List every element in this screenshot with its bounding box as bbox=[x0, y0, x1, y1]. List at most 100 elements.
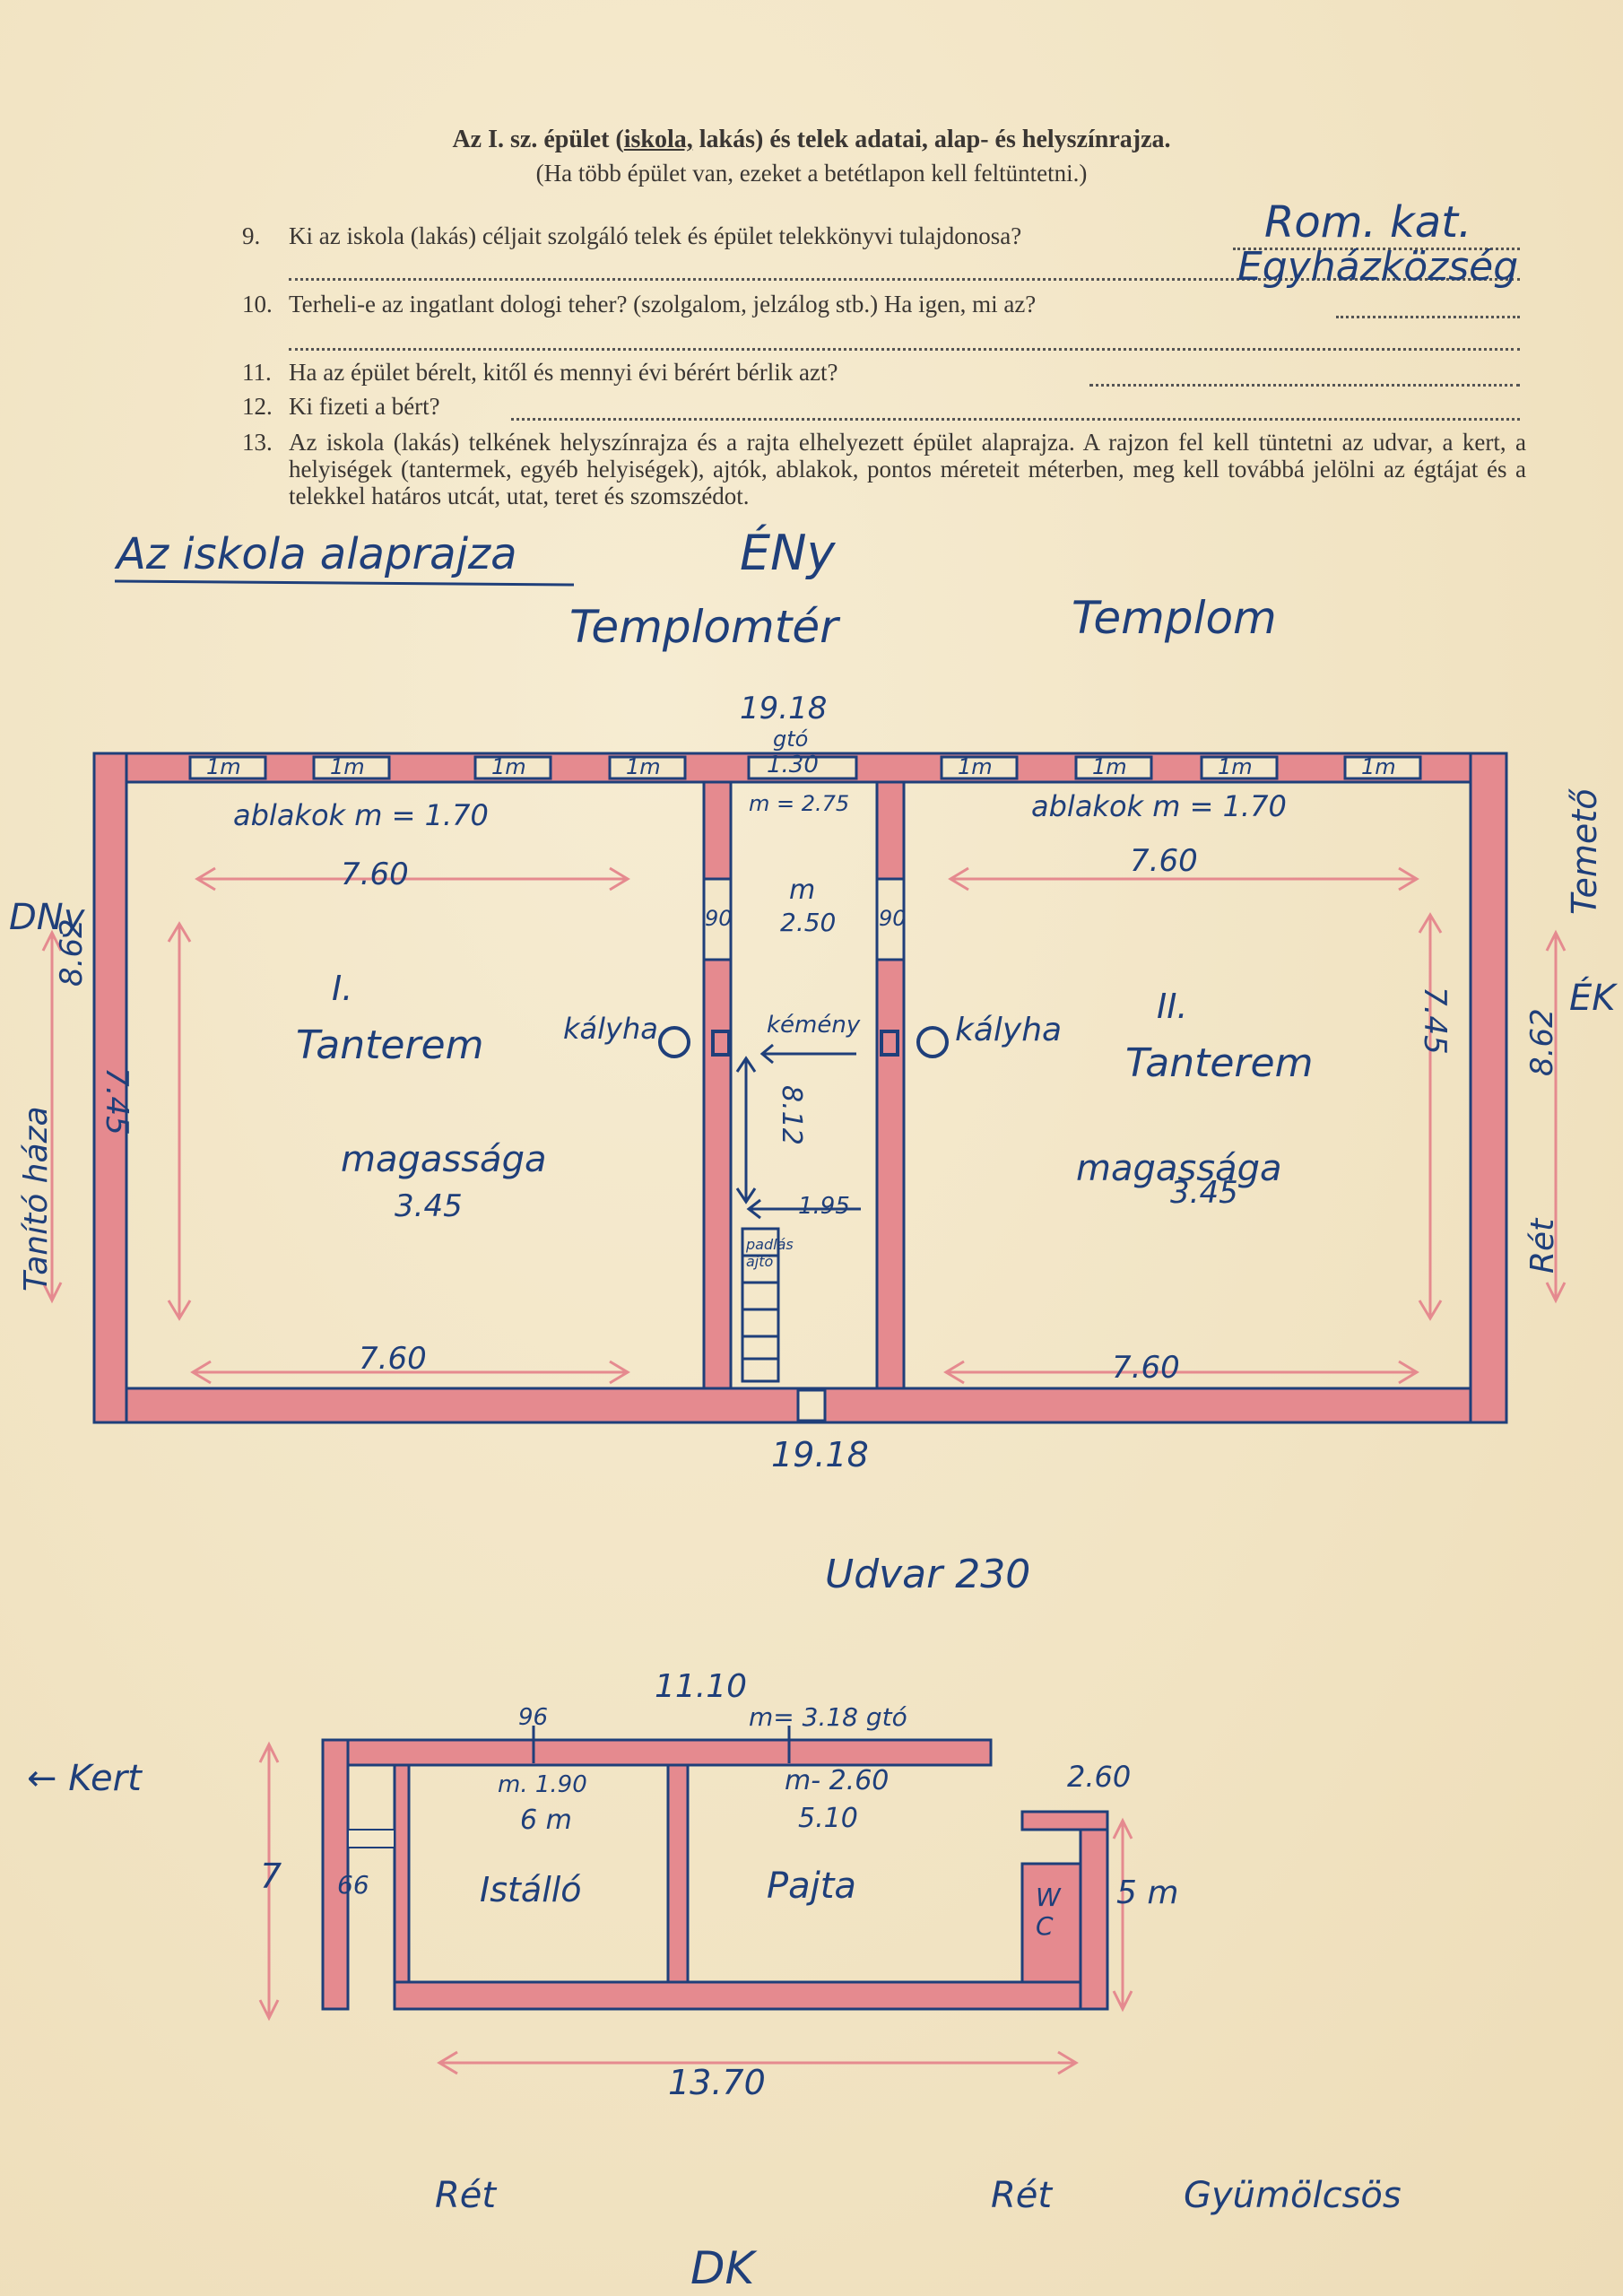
room1-w-top: 7.60 bbox=[341, 857, 409, 892]
label-tanito-haz: Tanító háza bbox=[18, 1106, 55, 1292]
window-label: 1m bbox=[1218, 754, 1253, 779]
ob-door-small bbox=[347, 1829, 395, 1848]
form-subtitle: (Ha több épület van, ezeket a betétlapon… bbox=[535, 160, 1088, 187]
ob-barn-m: m- 2.60 bbox=[785, 1765, 890, 1796]
room1-roman: I. bbox=[332, 969, 353, 1008]
label-gate: gtó bbox=[773, 726, 809, 752]
ob-south-wall bbox=[393, 1980, 1109, 2011]
windows bbox=[188, 755, 1422, 780]
compass-east: ÉK bbox=[1569, 978, 1616, 1019]
dim-total-bottom: 19.18 bbox=[771, 1435, 869, 1474]
ob-total-top: 11.10 bbox=[655, 1668, 748, 1705]
side-left: 8.62 bbox=[54, 918, 90, 987]
ob-stable: Istálló bbox=[480, 1870, 582, 1909]
question-text: Ki az iskola (lakás) céljait szolgáló te… bbox=[289, 222, 1022, 249]
ob-small: 66 bbox=[337, 1870, 369, 1900]
heading-underline bbox=[114, 579, 575, 587]
label-ret-1: Rét bbox=[435, 2175, 497, 2216]
interior-outline bbox=[126, 781, 1471, 1389]
label-udvar: Udvar 230 bbox=[825, 1552, 1031, 1597]
ob-barn: Pajta bbox=[767, 1866, 856, 1907]
window-label: 1m bbox=[958, 754, 993, 779]
corridor-door-left bbox=[702, 877, 733, 961]
answer-line bbox=[1336, 316, 1520, 318]
question-12: 12.Ki fizeti a bért? bbox=[242, 393, 1515, 421]
stoves bbox=[658, 1026, 949, 1058]
window-label: 1m bbox=[1361, 754, 1396, 779]
room2-height: 3.45 bbox=[1170, 1175, 1238, 1211]
room1-w-bottom: 7.60 bbox=[359, 1341, 427, 1377]
room1-height: 3.45 bbox=[395, 1188, 463, 1224]
room1-name: Tanterem bbox=[296, 1022, 484, 1068]
compass-west: DNy bbox=[9, 897, 85, 938]
ob-barn-w: 5.10 bbox=[798, 1803, 858, 1834]
question-number: 11. bbox=[242, 359, 272, 386]
title-rest: lakás) és telek adatai, alap- és helyszí… bbox=[692, 126, 1171, 153]
ob-w96: 96 bbox=[518, 1704, 549, 1731]
dim-gate-width: 1.30 bbox=[767, 752, 819, 778]
inner-wall-left bbox=[702, 780, 733, 1390]
corridor-depth: 8.12 bbox=[776, 1085, 807, 1145]
question-text: Terheli-e az ingatlant dologi teher? (sz… bbox=[289, 291, 1037, 317]
door-south bbox=[796, 1388, 827, 1422]
label-kert: ← Kert bbox=[27, 1758, 142, 1799]
corridor-m-top: m = 2.75 bbox=[749, 791, 850, 816]
answer-owner-2: Egyházközség bbox=[1237, 244, 1519, 290]
corridor-door-right bbox=[875, 877, 906, 961]
stove-left: kályha bbox=[563, 1012, 658, 1046]
ob-stable-w: 6 m bbox=[520, 1805, 572, 1836]
dim-total-top: 19.18 bbox=[740, 691, 828, 726]
inner-wall-right bbox=[875, 780, 906, 1390]
question-number: 12. bbox=[242, 393, 273, 420]
east-wall bbox=[1469, 752, 1508, 1424]
outbuilding-walls bbox=[321, 1738, 1109, 2011]
label-templom: Templom bbox=[1072, 592, 1277, 644]
question-13-text: Az iskola (lakás) telkének helyszínrajza… bbox=[289, 429, 1526, 509]
outbuilding-arrows bbox=[258, 1741, 1133, 2075]
window-label: 1m bbox=[491, 754, 526, 779]
room2-name: Tanterem bbox=[1125, 1040, 1314, 1086]
windows-right: ablakok m = 1.70 bbox=[1031, 789, 1287, 823]
side-right: 8.62 bbox=[1524, 1008, 1560, 1076]
compass-north: ÉNy bbox=[740, 525, 836, 581]
room2-height-label: magassága bbox=[1076, 1148, 1282, 1189]
window-label: 1m bbox=[626, 754, 661, 779]
label-temeto: Temető bbox=[1565, 788, 1604, 915]
dimension-arrows bbox=[167, 866, 1443, 1385]
label-templomter: Templomtér bbox=[569, 601, 838, 653]
chimney-label: kémény bbox=[767, 1012, 861, 1039]
stove-right: kályha bbox=[955, 1012, 1063, 1048]
corridor-door-r: 90 bbox=[879, 906, 907, 931]
question-number: 9. bbox=[242, 222, 261, 249]
ob-right-len: 5 m bbox=[1116, 1874, 1179, 1911]
ob-h-right: 2.60 bbox=[1067, 1760, 1132, 1794]
corridor-door-l: 90 bbox=[705, 906, 733, 931]
room2-w-bottom: 7.60 bbox=[1112, 1350, 1180, 1386]
stair-width: 1.95 bbox=[798, 1193, 850, 1220]
outer-side-arrows bbox=[41, 929, 1567, 1304]
question-number: 13. bbox=[242, 429, 273, 456]
plan-heading: Az iskola alaprajza bbox=[117, 529, 517, 579]
answer-line bbox=[1233, 248, 1520, 250]
answer-line bbox=[289, 278, 1520, 281]
window-label: 1m bbox=[1092, 754, 1127, 779]
question-10: 10.Terheli-e az ingatlant dologi teher? … bbox=[242, 291, 1515, 318]
answer-line bbox=[289, 348, 1520, 351]
ob-north-wall bbox=[321, 1738, 993, 1767]
room2-w-top: 7.60 bbox=[1130, 843, 1198, 879]
title-prefix: Az I. sz. épület ( bbox=[452, 126, 624, 153]
answer-line bbox=[1089, 384, 1520, 387]
question-13-number: 13. bbox=[242, 429, 1515, 457]
ob-stable-m: m. 1.90 bbox=[498, 1771, 587, 1798]
room2-roman: II. bbox=[1157, 987, 1188, 1026]
window-label: 1m bbox=[330, 754, 365, 779]
room1-height-label: magassága bbox=[341, 1139, 547, 1180]
ob-depth: 7 bbox=[260, 1857, 282, 1896]
question-11: 11.Ha az épület bérelt, kitől és mennyi … bbox=[242, 359, 1515, 387]
room2-depth: 7.45 bbox=[1417, 987, 1453, 1055]
ob-gate: m= 3.18 gtó bbox=[749, 1702, 907, 1732]
window-label: 1m bbox=[206, 754, 241, 779]
room1-depth: 7.45 bbox=[99, 1067, 135, 1135]
answer-line bbox=[511, 418, 1520, 421]
